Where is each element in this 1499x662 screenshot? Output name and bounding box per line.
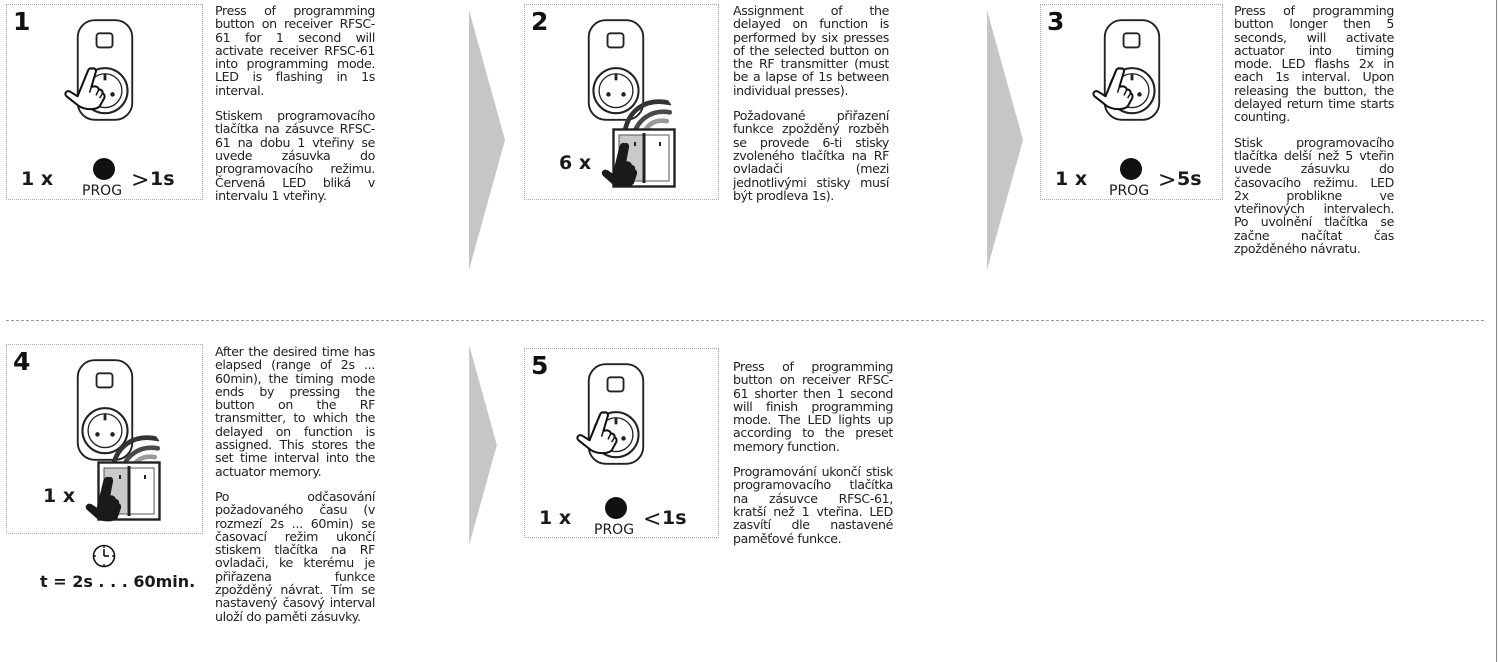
section-divider [6, 320, 1484, 321]
press-count: 1 x [43, 485, 76, 507]
press-count: 1 x [539, 507, 572, 529]
text-cz: Požadované přiřazení funkce zpožděný roz… [733, 108, 889, 203]
step-number: 5 [531, 351, 549, 380]
clock-icon [92, 544, 116, 568]
step-5-text: Press of programming button on receiver … [733, 360, 893, 557]
hand-press-icon [85, 476, 121, 522]
prog-label: PROG [82, 183, 123, 199]
text-cz: Programování ukončí stisk programovacího… [733, 464, 893, 546]
step-3-text: Press of programming button longer then … [1234, 4, 1394, 267]
prog-label: PROG [594, 522, 635, 538]
step-4-panel: 4 1 x [6, 344, 203, 534]
text-en: Assignment of the delayed on function is… [733, 3, 889, 98]
duration-label: 5s [1177, 168, 1202, 190]
press-count: 6 x [559, 152, 592, 174]
step-3-panel: 3 1 x PROG > 5s [1040, 4, 1223, 200]
text-en: Press of programming button on receiver … [215, 3, 375, 98]
duration-label: 1s [150, 168, 175, 190]
step-5-panel: 5 1 x PROG < 1s [524, 348, 719, 538]
hand-press-icon [601, 142, 637, 188]
step-4-text: After the desired time has elapsed (rang… [215, 345, 375, 635]
step-number: 2 [531, 7, 549, 36]
duration-label: 1s [662, 507, 687, 529]
arrow-3 [469, 345, 497, 545]
step-1-panel: 1 1 x PROG > 1s [6, 4, 203, 200]
compare-sign: > [131, 168, 150, 193]
text-cz: Stiskem programovacího tlačítka na zásuv… [215, 108, 375, 203]
step-number: 4 [13, 347, 31, 376]
compare-sign: < [643, 507, 662, 532]
led-dot [605, 497, 627, 519]
led-dot [1120, 158, 1142, 180]
text-en: After the desired time has elapsed (rang… [215, 344, 375, 479]
step-2-text: Assignment of the delayed on function is… [733, 4, 889, 214]
page-edge-rule [1496, 0, 1497, 662]
compare-sign: > [1158, 168, 1177, 193]
arrow-1 [469, 10, 505, 270]
arrow-2 [987, 10, 1023, 270]
prog-label: PROG [1109, 183, 1150, 199]
step-number: 1 [13, 7, 31, 36]
step-2-panel: 2 6 x [524, 4, 719, 200]
step-1-text: Press of programming button on receiver … [215, 4, 375, 214]
text-en: Press of programming button longer then … [1234, 3, 1394, 125]
time-range-label: t = 2s . . . 60min. [40, 572, 196, 591]
text-en: Press of programming button on receiver … [733, 359, 893, 454]
led-dot [93, 158, 115, 180]
press-count: 1 x [21, 168, 54, 190]
press-count: 1 x [1055, 168, 1088, 190]
step-number: 3 [1047, 7, 1065, 36]
text-cz: Stisk programovacího tlačítka delší než … [1234, 134, 1394, 257]
text-cz: Po odčasování požadovaného času (v rozme… [215, 488, 375, 624]
